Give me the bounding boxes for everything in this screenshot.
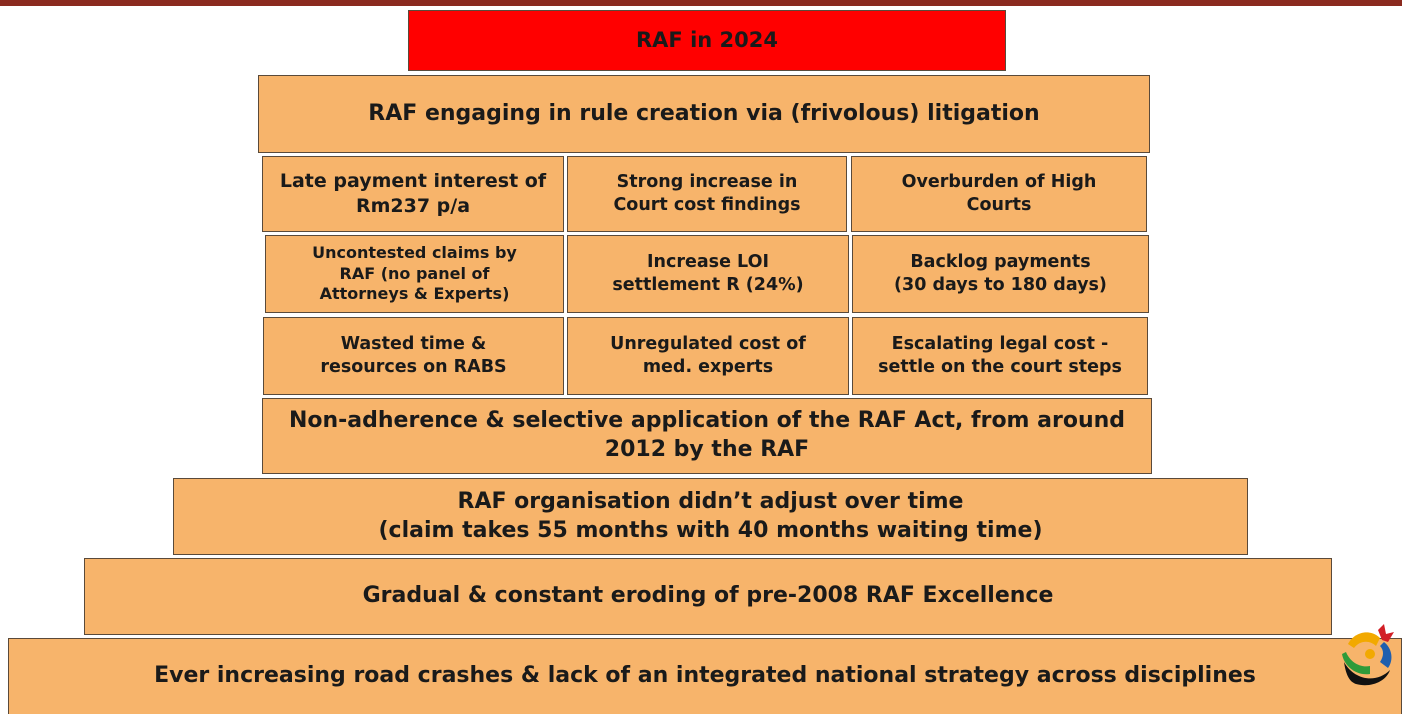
cell-escalating-legal-cost: Escalating legal cost - settle on the co… — [852, 317, 1148, 395]
cell-overburden-high-courts: Overburden of High Courts — [851, 156, 1147, 232]
cell-court-cost-findings: Strong increase in Court cost findings — [567, 156, 847, 232]
cell-increase-loi-settlement: Increase LOI settlement R (24%) — [567, 235, 849, 313]
cell-uncontested-claims: Uncontested claims by RAF (no panel of A… — [265, 235, 564, 313]
cell-wasted-time-rabs: Wasted time & resources on RABS — [263, 317, 564, 395]
top-accent-bar — [0, 0, 1402, 6]
cell-late-payment-interest: Late payment interest of Rm237 p/a — [262, 156, 564, 232]
level-non-adherence: Non-adherence & selective application of… — [262, 398, 1152, 474]
raf-logo-icon — [1342, 624, 1394, 686]
level-base-road-crashes: Ever increasing road crashes & lack of a… — [8, 638, 1402, 714]
cell-backlog-payments: Backlog payments (30 days to 180 days) — [852, 235, 1149, 313]
cell-unregulated-expert-cost: Unregulated cost of med. experts — [567, 317, 849, 395]
level-organisation: RAF organisation didn’t adjust over time… — [173, 478, 1248, 555]
pyramid-title: RAF in 2024 — [408, 10, 1006, 71]
level-eroding-excellence: Gradual & constant eroding of pre-2008 R… — [84, 558, 1332, 635]
level-rule-creation: RAF engaging in rule creation via (frivo… — [258, 75, 1150, 153]
